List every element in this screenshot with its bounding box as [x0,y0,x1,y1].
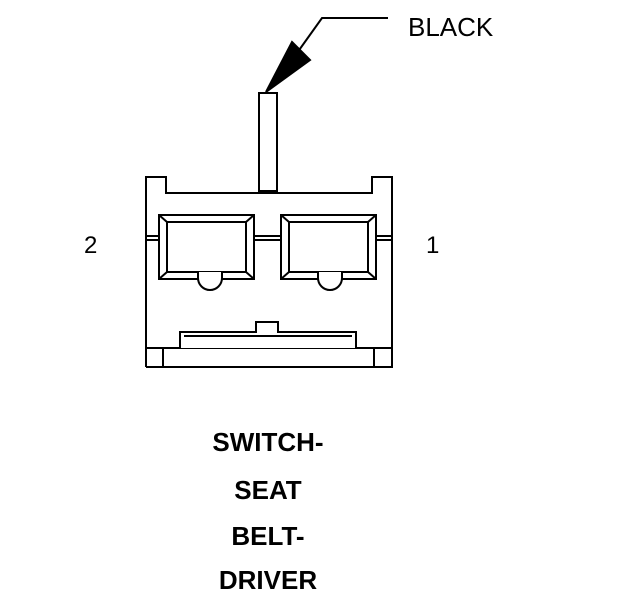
component-title-line-1: SWITCH- [212,427,324,457]
connector-latch [179,321,357,348]
pin-number-right: 1 [426,232,440,259]
cavity-pin-1 [280,214,377,291]
wire-leader-line [291,17,388,61]
component-title-line-3: BELT- [231,521,305,551]
wire-leader-arrow [265,40,312,93]
cavity-pin-2 [158,214,255,291]
wire-black [258,92,278,192]
wire-color-label: BLACK [408,12,494,42]
pin-number-left: 2 [84,232,98,259]
component-title-line-4: DRIVER [218,565,318,595]
component-title-line-2: SEAT [234,475,302,505]
